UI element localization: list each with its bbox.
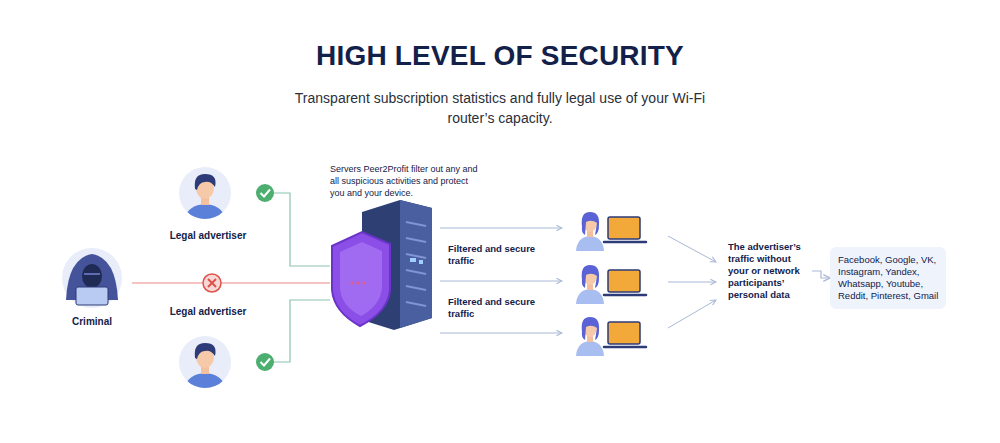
- block-badge: [203, 274, 221, 292]
- graphic-part: [208, 279, 216, 287]
- node-text: Legal advertiser: [160, 229, 256, 242]
- graphic-part: [400, 200, 432, 328]
- node-text: Legal advertiser: [160, 305, 256, 318]
- criminal-node: Criminal: [52, 246, 132, 328]
- check-badge: [256, 353, 274, 371]
- graphic-part: [440, 333, 562, 334]
- graphic-part: [668, 236, 716, 262]
- graphic-part: [62, 248, 122, 308]
- graphic-part: [668, 300, 716, 328]
- graphic-part: [261, 359, 271, 366]
- graphic-part: [84, 273, 100, 275]
- platform-box: Facebook, Google, VK, Instagram, Yandex,…: [830, 247, 946, 309]
- graphic-part: [350, 281, 353, 284]
- note-node: The advertiser’s traffic without your or…: [728, 241, 812, 301]
- graphic-part: [340, 242, 382, 316]
- graphic-part: [406, 222, 426, 306]
- connector: [256, 300, 330, 362]
- graphic-part: [82, 264, 102, 288]
- graphic-part: [440, 228, 562, 229]
- graphic-part: [256, 353, 274, 371]
- graphic-part: [356, 281, 359, 284]
- flow-label: Filtered and secure traffic: [448, 296, 548, 320]
- node-text: Servers Peer2Profit filter out any and a…: [330, 163, 480, 199]
- connector: [812, 271, 830, 278]
- connector: [256, 193, 330, 266]
- graphic-part: [668, 282, 716, 283]
- advertiser-node: Legal advertiser: [160, 305, 256, 395]
- advertiser-icon: [179, 167, 231, 225]
- advertiser-node: Legal advertiser: [160, 166, 256, 242]
- node-text: Facebook, Google, VK, Instagram, Yandex,…: [838, 254, 939, 302]
- shield-illustration: [332, 232, 390, 326]
- diagram-title: HIGH LEVEL OF SECURITY: [0, 40, 1000, 72]
- graphic-part: [419, 260, 423, 264]
- graphic-part: [261, 190, 271, 197]
- flow-label: Filtered and secure traffic: [448, 243, 548, 267]
- graphic-part: [76, 287, 108, 305]
- user-icon: [576, 317, 646, 356]
- graphic-part: [332, 232, 390, 326]
- user-icon: [576, 265, 646, 304]
- graphic-part: [440, 281, 562, 282]
- node-text: The advertiser’s traffic without your or…: [728, 241, 812, 301]
- graphic-part: [362, 281, 365, 284]
- check-badge: [256, 184, 274, 202]
- advertiser-icon: [179, 336, 231, 394]
- graphic-part: [256, 184, 274, 202]
- node-text: Criminal: [52, 315, 132, 328]
- diagram-caption: Transparent subscription statistics and …: [270, 88, 730, 128]
- connector: [132, 282, 330, 283]
- graphic-part: [410, 258, 416, 262]
- criminal-icon: [62, 248, 122, 308]
- graphic-part: [203, 274, 221, 292]
- user-icon: [576, 212, 646, 251]
